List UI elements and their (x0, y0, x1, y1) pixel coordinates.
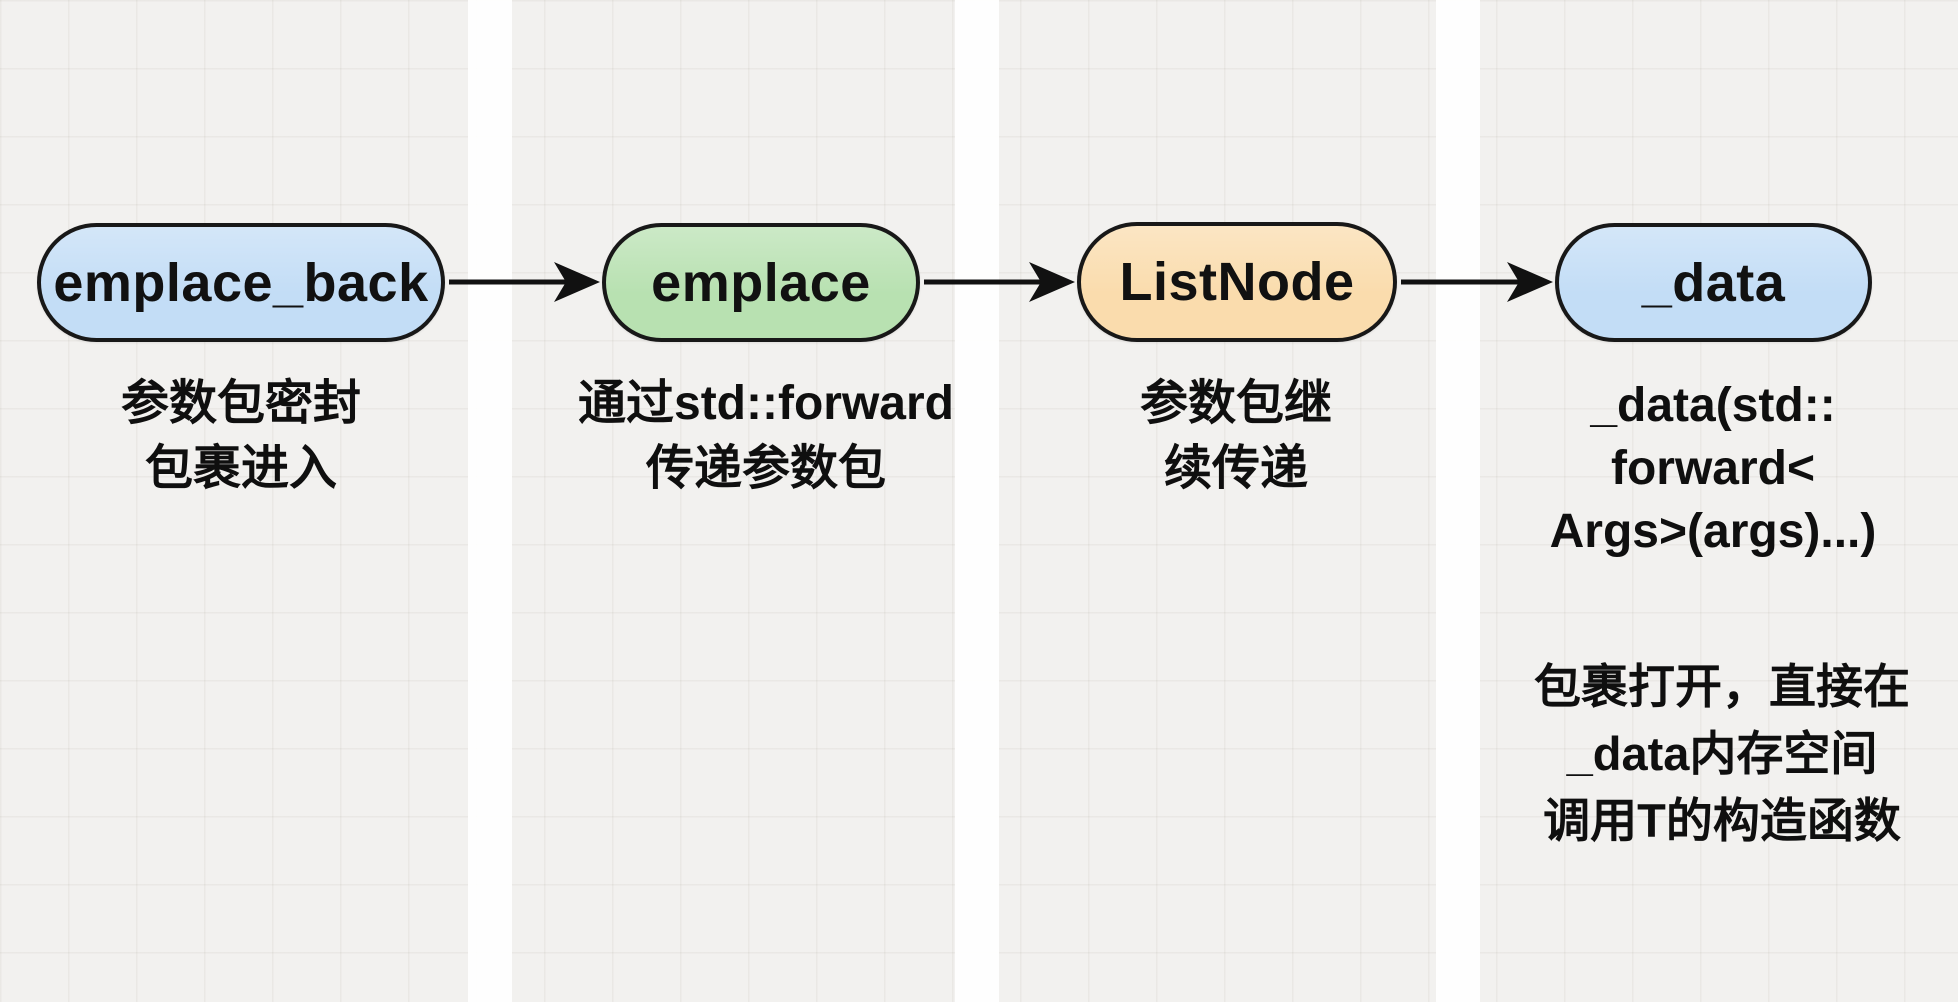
node-data[interactable]: _data (1555, 223, 1872, 342)
page-divider-stripe (955, 0, 999, 1002)
node-emplace-back-label: emplace_back (53, 252, 429, 313)
node-emplace[interactable]: emplace (602, 223, 920, 342)
caption-emplace-back: 参数包密封 包裹进入 (120, 377, 361, 495)
caption-listnode: 参数包继 续传递 (1139, 377, 1332, 495)
caption-data: _data(std:: forward< Args>(args)...) (1549, 379, 1877, 558)
node-emplace-label: emplace (651, 252, 871, 313)
page-divider-stripe (1436, 0, 1480, 1002)
caption-emplace: 通过std::forward 传递参数包 (578, 377, 954, 495)
node-listnode[interactable]: ListNode (1077, 222, 1397, 342)
arrow-emplace-to-listnode (924, 262, 1075, 302)
node-emplace-back[interactable]: emplace_back (37, 223, 445, 342)
node-data-label: _data (1641, 252, 1786, 313)
note-data-construction: 包裹打开，直接在 _data内存空间 调用T的构造函数 (1534, 660, 1910, 847)
node-listnode-label: ListNode (1119, 252, 1355, 312)
page-divider-stripe (468, 0, 512, 1002)
